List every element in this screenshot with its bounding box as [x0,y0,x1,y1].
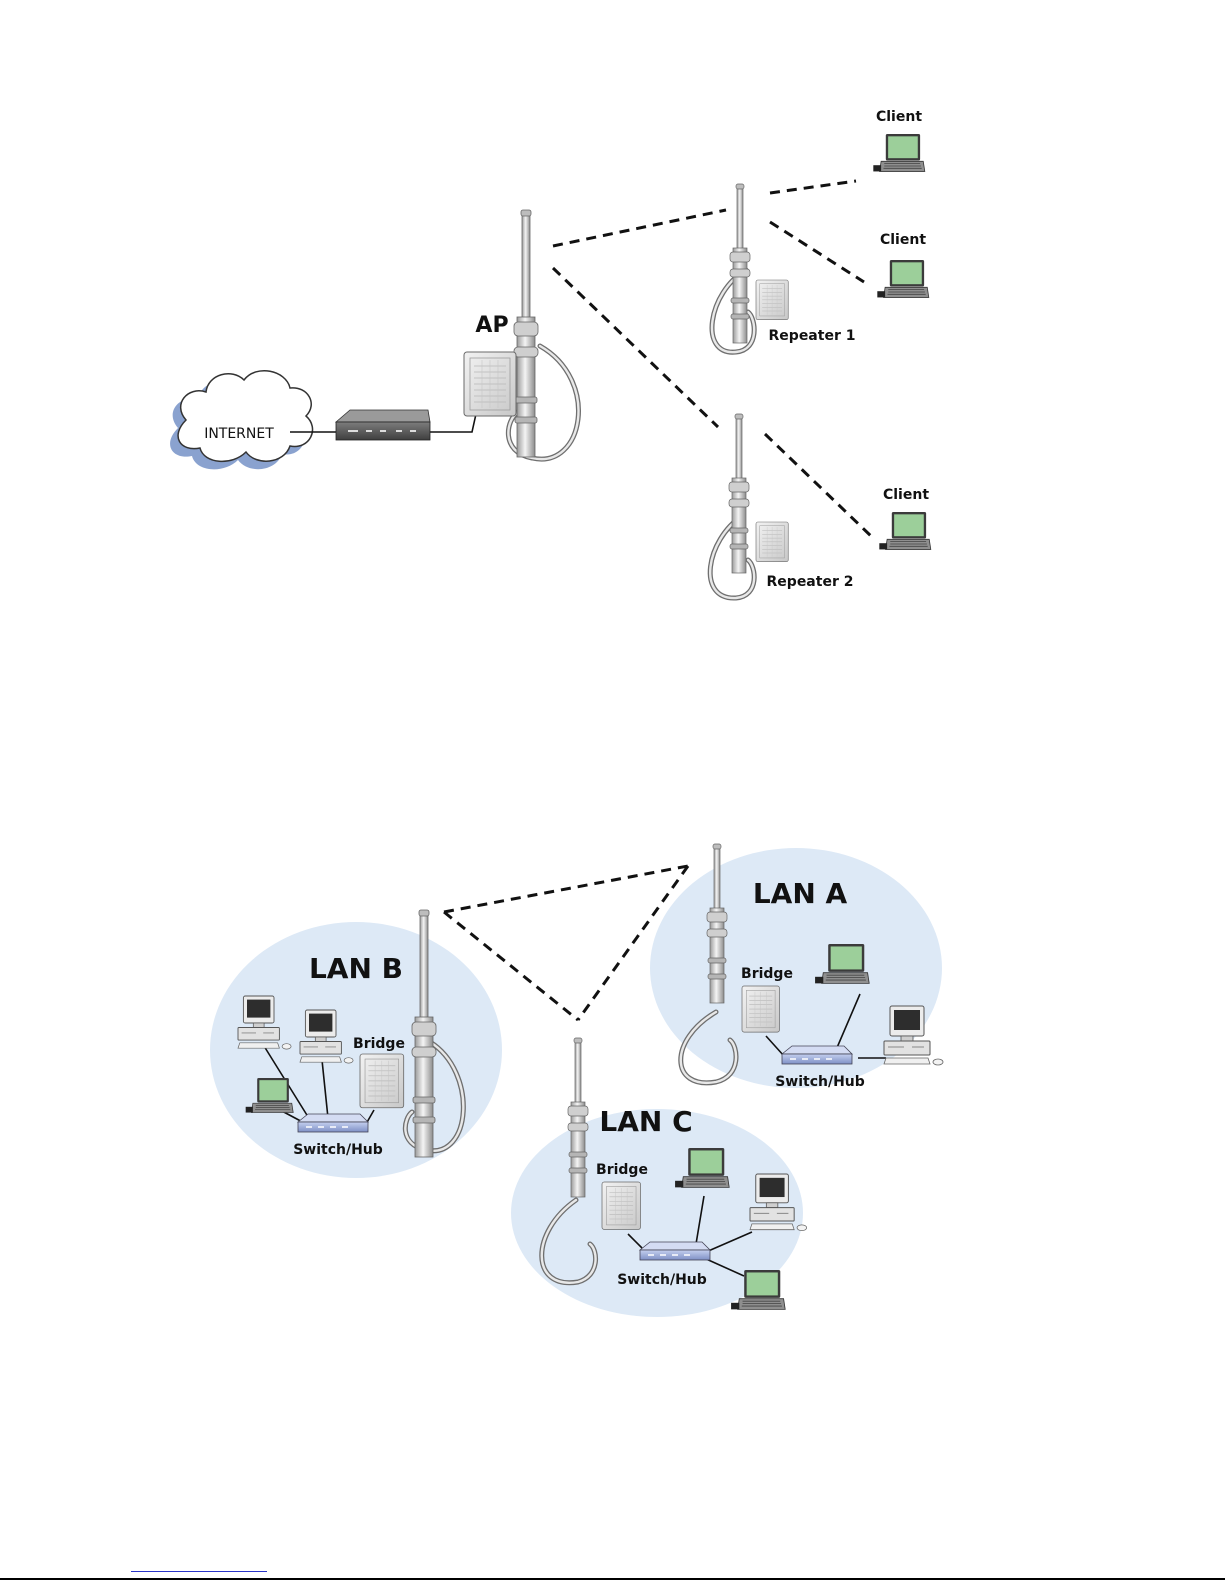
ap-label: AP [475,313,508,338]
router-icon [336,410,430,440]
footer-link-underline [131,1571,267,1572]
lan-a-bridge-label: Bridge [741,966,793,982]
lan-b-label: LAN B [309,952,403,985]
wireless-link-repeater1-client2 [770,222,864,282]
lan-a-label: LAN A [753,877,848,910]
lan-b-switch-icon [298,1114,368,1132]
lan-a-switch-icon [782,1046,852,1064]
repeater1-label: Repeater 1 [769,328,856,344]
client2-laptop-icon [877,260,928,297]
client3-laptop-icon [879,512,930,549]
lan-c-label: LAN C [599,1105,692,1138]
wireless-link-repeater2-client3 [765,434,872,537]
repeater2-label: Repeater 2 [767,574,854,590]
wireless-link-ap-repeater1 [553,210,726,246]
wireless-link-b-a [444,866,688,912]
lan-c-switch-label: Switch/Hub [617,1272,707,1288]
cable-router-ap [426,414,476,432]
lan-b-bridge-label: Bridge [353,1036,405,1052]
bridge-topology-diagram: LAN A Bridge Switch/Hub LAN B Bridge Swi… [210,844,943,1317]
repeater-topology-diagram: INTERNET AP Repeater 1 [170,109,931,598]
footer-rule [0,1578,1225,1580]
client2-label: Client [880,232,926,248]
lan-b-switch-label: Switch/Hub [293,1142,383,1158]
lan-c-switch-icon [640,1242,710,1260]
client1-laptop-icon [873,134,924,171]
internet-cloud-icon [170,371,312,470]
client3-label: Client [883,487,929,503]
repeater2-antenna-icon [710,414,788,598]
internet-label: INTERNET [204,426,274,442]
lan-c-bridge-label: Bridge [596,1162,648,1178]
wireless-link-repeater1-client1 [770,181,856,193]
lan-a-switch-label: Switch/Hub [775,1074,865,1090]
client1-label: Client [876,109,922,125]
